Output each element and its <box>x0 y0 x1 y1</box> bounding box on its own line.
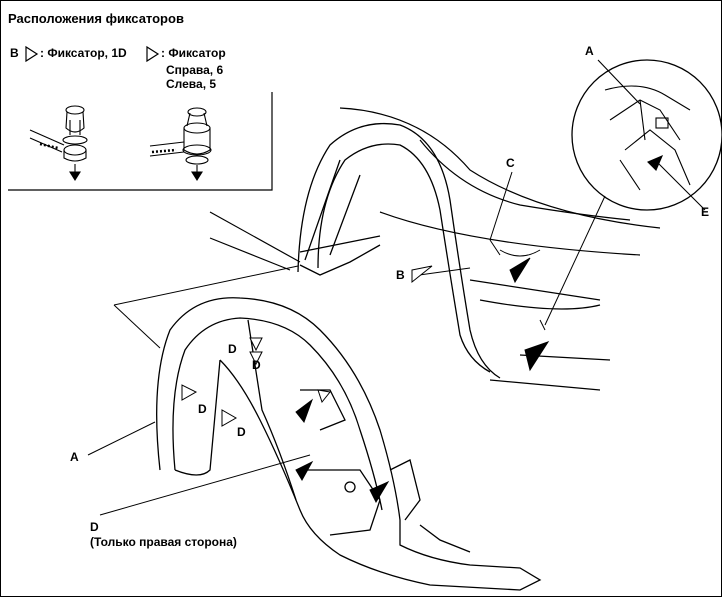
legend-b-d-letter: D <box>118 46 127 60</box>
legend-b-desc: : Фиксатор, 1 <box>40 46 119 60</box>
legend-b-text: : Фиксатор, 1D <box>40 46 127 60</box>
legend-d-right: Справа, 6 <box>166 63 224 77</box>
legend-triangles <box>25 45 160 63</box>
clip-d-illustration <box>149 107 212 182</box>
clip-b-illustration <box>29 105 88 182</box>
leader-lines <box>87 265 311 516</box>
label-d-4: D <box>237 425 246 439</box>
detail-circle-contents <box>597 59 706 211</box>
label-e-detail: E <box>701 205 710 219</box>
detail-leaders <box>539 195 606 331</box>
label-d-3: D <box>198 402 207 416</box>
legend-inset-box <box>8 92 273 191</box>
label-d-2: D <box>252 358 261 372</box>
legend-d-left: Слева, 5 <box>166 77 217 91</box>
label-d-bottom: D <box>90 520 99 534</box>
pointer-triangles <box>295 257 550 504</box>
wheel-arch-upper <box>297 122 501 379</box>
label-a-main: A <box>70 450 79 464</box>
triangle-b-icon <box>25 45 39 63</box>
detail-circle <box>571 59 722 211</box>
label-b: B <box>396 268 405 282</box>
label-a-detail: A <box>585 44 594 58</box>
label-d-note: (Только правая сторона) <box>90 535 237 549</box>
legend-d-text: : Фиксатор <box>161 46 226 60</box>
triangle-d-icon <box>146 45 160 63</box>
label-c: C <box>506 156 515 170</box>
label-d-1: D <box>228 342 237 356</box>
wheel-liner-main <box>156 297 542 591</box>
page-title: Расположения фиксаторов <box>8 11 184 26</box>
pointer-triangles-open <box>181 265 433 427</box>
legend-b-letter: B <box>10 46 19 60</box>
